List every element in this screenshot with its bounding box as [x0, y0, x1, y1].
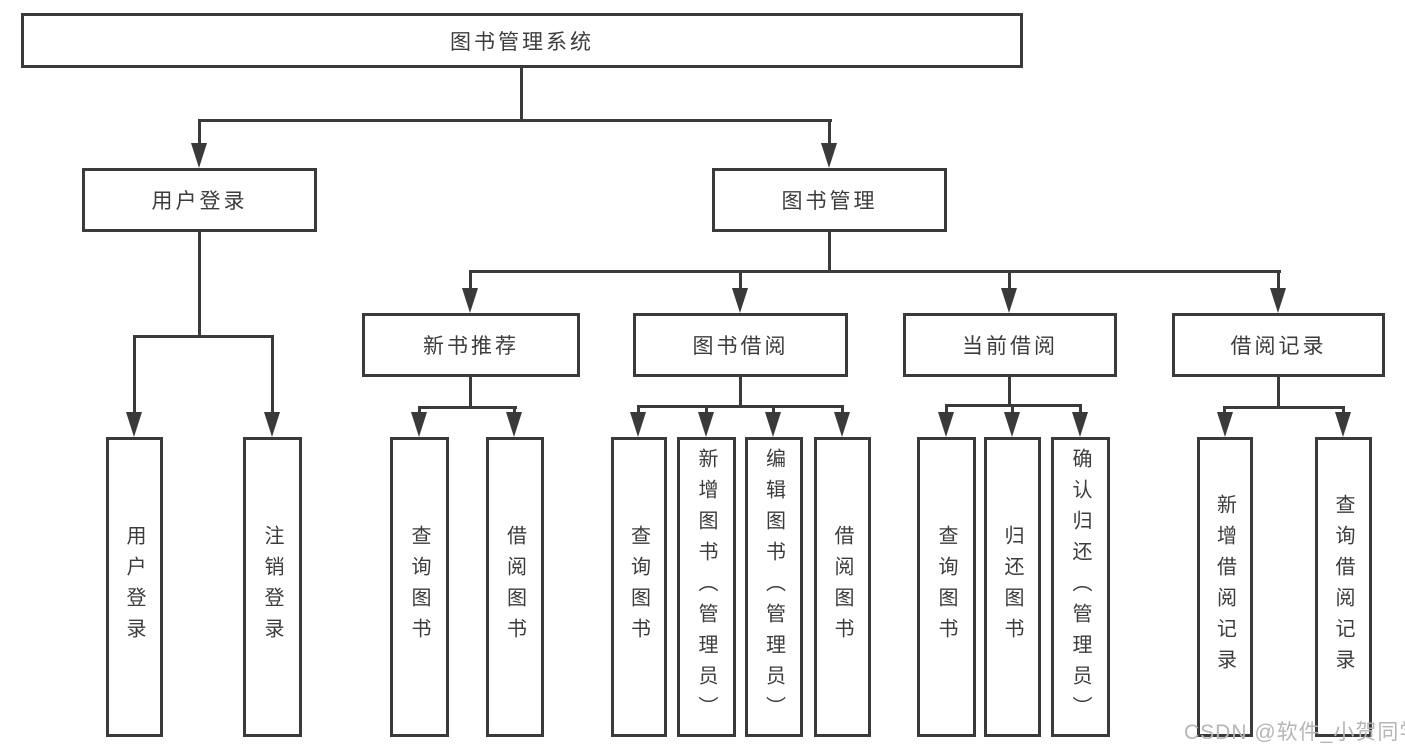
- connector-to-book-management: [828, 119, 831, 147]
- arrow-to-book-management: [821, 143, 837, 168]
- arrow-to-leaf-e1: [1217, 412, 1233, 437]
- leaf-borrow-book-borrow-label: 借阅图书: [831, 525, 853, 649]
- connector-to-leaf-e1: [1223, 406, 1226, 416]
- connector-to-leaf-e2: [1342, 406, 1345, 416]
- node-borrow-record: 借阅记录: [1172, 313, 1385, 377]
- connector-book-management-stem: [828, 232, 831, 273]
- leaf-borrow-book-borrow: 借阅图书: [814, 437, 871, 737]
- connector-root-stem: [520, 68, 523, 122]
- connector-to-leaf-c3: [772, 405, 775, 416]
- node-user-login-label: 用户登录: [151, 190, 248, 213]
- connector-to-book-borrow: [739, 270, 742, 292]
- connector-book-borrow-stem: [739, 377, 742, 407]
- connector-new-book-recommend-split: [418, 406, 517, 409]
- arrow-to-current-borrow: [1001, 288, 1017, 313]
- connector-to-leaf-b1: [418, 406, 421, 416]
- arrow-to-book-borrow: [732, 288, 748, 313]
- connector-user-login-split: [133, 335, 274, 338]
- arrow-to-leaf-b1: [411, 412, 427, 437]
- arrow-to-leaf-e2: [1335, 412, 1351, 437]
- leaf-query-book-borrow-label: 查询图书: [627, 525, 650, 649]
- connector-to-leaf-d1: [945, 404, 948, 416]
- connector-to-new-book-recommend: [469, 270, 472, 292]
- node-book-borrow-label: 图书借阅: [692, 335, 789, 358]
- node-book-management-label: 图书管理: [781, 190, 878, 213]
- node-borrow-record-label: 借阅记录: [1230, 335, 1327, 358]
- node-current-borrow-label: 当前借阅: [962, 335, 1058, 358]
- connector-current-borrow-stem: [1008, 377, 1011, 406]
- connector-to-leaf-c2: [705, 405, 708, 416]
- leaf-add-book-admin-label: 新增图书（管理员）: [695, 447, 717, 727]
- node-book-management: 图书管理: [712, 168, 947, 232]
- connector-to-leaf-c4: [841, 405, 844, 416]
- connector-borrow-record-stem: [1277, 377, 1280, 408]
- leaf-logout-label: 注销登录: [261, 525, 283, 649]
- leaf-return-book: 归还图书: [984, 437, 1041, 737]
- node-book-borrow: 图书借阅: [633, 313, 848, 377]
- arrow-to-borrow-record: [1270, 288, 1286, 313]
- arrow-to-leaf-b2: [506, 412, 522, 437]
- connector-to-leaf-d3: [1079, 404, 1082, 416]
- leaf-add-borrow-record: 新增借阅记录: [1197, 437, 1253, 737]
- node-current-borrow: 当前借阅: [903, 313, 1117, 377]
- leaf-query-book-current: 查询图书: [917, 437, 976, 737]
- arrow-to-leaf-c2: [698, 412, 714, 437]
- leaf-logout: 注销登录: [243, 437, 302, 737]
- arrow-to-leaf-user-login: [126, 412, 142, 437]
- connector-to-leaf-c1: [637, 405, 640, 416]
- leaf-confirm-return-admin-label: 确认归还（管理员）: [1069, 447, 1091, 727]
- leaf-borrow-book-recommend: 借阅图书: [486, 437, 544, 737]
- leaf-borrow-book-recommend-label: 借阅图书: [503, 525, 526, 649]
- connector-to-leaf-user-login: [133, 335, 136, 415]
- node-library-system-label: 图书管理系统: [450, 30, 594, 54]
- arrow-to-user-login: [191, 143, 207, 168]
- arrow-to-leaf-c1: [630, 412, 646, 437]
- leaf-query-book-recommend-label: 查询图书: [408, 525, 430, 649]
- connector-to-leaf-d2: [1011, 404, 1014, 416]
- leaf-edit-book-admin: 编辑图书（管理员）: [745, 437, 803, 737]
- arrow-to-leaf-c3: [765, 412, 781, 437]
- arrow-to-leaf-logout: [264, 412, 280, 437]
- leaf-add-borrow-record-label: 新增借阅记录: [1213, 494, 1236, 680]
- leaf-query-book-recommend: 查询图书: [390, 437, 449, 737]
- csdn-watermark: CSDN @软件_小贺同学: [1184, 721, 1405, 744]
- arrow-to-leaf-d2: [1004, 412, 1020, 437]
- leaf-query-book-current-label: 查询图书: [935, 525, 957, 649]
- connector-book-management-split: [469, 270, 1281, 273]
- connector-to-current-borrow: [1008, 270, 1011, 292]
- node-user-login: 用户登录: [82, 168, 317, 232]
- leaf-add-book-admin: 新增图书（管理员）: [677, 437, 736, 737]
- leaf-return-book-label: 归还图书: [1001, 525, 1023, 649]
- leaf-user-login: 用户登录: [106, 437, 163, 737]
- connector-to-user-login: [198, 119, 201, 147]
- connector-to-borrow-record: [1277, 270, 1280, 292]
- connector-user-login-stem: [198, 232, 201, 337]
- arrow-to-leaf-c4: [834, 412, 850, 437]
- connector-book-borrow-split: [637, 405, 844, 408]
- connector-root-split: [198, 119, 832, 122]
- leaf-query-borrow-record-label: 查询借阅记录: [1332, 494, 1354, 680]
- node-new-book-recommend-label: 新书推荐: [423, 335, 519, 358]
- arrow-to-leaf-d1: [938, 412, 954, 437]
- leaf-query-borrow-record: 查询借阅记录: [1315, 437, 1372, 737]
- connector-borrow-record-split: [1223, 406, 1345, 409]
- leaf-user-login-label: 用户登录: [123, 525, 145, 649]
- arrow-to-leaf-d3: [1072, 412, 1088, 437]
- connector-to-leaf-b2: [513, 406, 516, 416]
- leaf-edit-book-admin-label: 编辑图书（管理员）: [762, 447, 785, 727]
- leaf-confirm-return-admin: 确认归还（管理员）: [1051, 437, 1110, 737]
- node-library-system: 图书管理系统: [21, 13, 1023, 68]
- leaf-query-book-borrow: 查询图书: [611, 437, 667, 737]
- connector-to-leaf-logout: [271, 335, 274, 415]
- node-new-book-recommend: 新书推荐: [362, 313, 580, 377]
- arrow-to-new-book-recommend: [462, 288, 478, 313]
- connector-new-book-recommend-stem: [469, 377, 472, 408]
